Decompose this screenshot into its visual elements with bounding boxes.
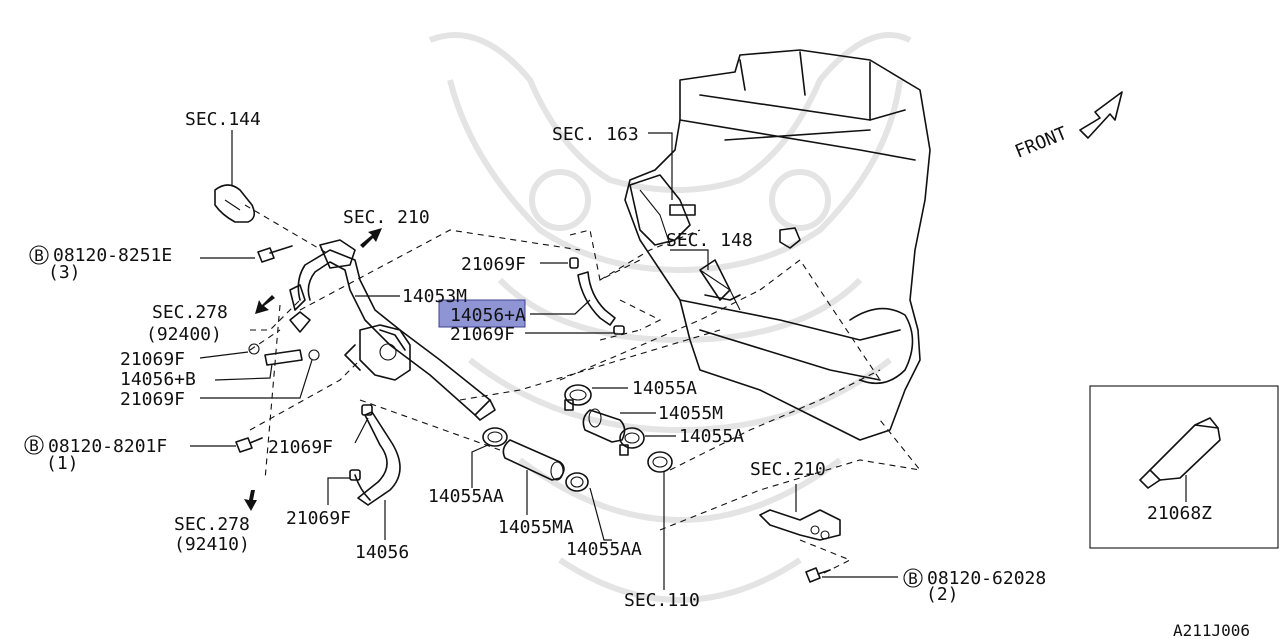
engine-block-outline xyxy=(624,49,931,441)
fitting-sec110 xyxy=(647,451,673,473)
label-14055A-upper[interactable]: 14055A xyxy=(632,378,697,399)
bolt-badge-1: B xyxy=(29,245,49,265)
clamp-14055A-lower xyxy=(619,427,645,456)
watermark-emblem xyxy=(428,32,912,604)
dashed-routing-lines xyxy=(244,204,922,576)
hose-14055M xyxy=(582,408,626,443)
label-front: FRONT xyxy=(1012,123,1070,163)
label-bolt-08120-8251E[interactable]: 08120-8251E xyxy=(53,245,172,266)
label-bolt-08120-62028[interactable]: 08120-62028 xyxy=(927,568,1046,589)
sec144-bracket-part xyxy=(214,184,256,223)
label-sec278-top-sub: (92400) xyxy=(146,324,222,345)
bolt-08120-8251E-icon xyxy=(257,245,293,263)
label-14055MA[interactable]: 14055MA xyxy=(498,517,574,538)
label-14056A[interactable]: 14056+A xyxy=(450,305,526,326)
bolt-badge-3: B xyxy=(903,568,923,588)
leader-lines xyxy=(190,130,1187,590)
hose-14056 xyxy=(349,404,401,506)
label-21068Z[interactable]: 21068Z xyxy=(1147,503,1212,524)
label-sec210-top[interactable]: SEC. 210 xyxy=(343,207,430,228)
arrow-sec278-top-icon xyxy=(255,295,275,314)
label-14056B[interactable]: 14056+B xyxy=(120,369,196,390)
label-14056[interactable]: 14056 xyxy=(355,542,409,563)
label-21069F-c[interactable]: 21069F xyxy=(120,349,185,370)
hose-14055MA xyxy=(502,439,565,481)
label-sec278-top[interactable]: SEC.278 xyxy=(152,302,228,323)
label-bolt-08120-62028-qty: (2) xyxy=(926,584,959,605)
inset-box-21068Z xyxy=(1089,385,1279,549)
label-sec278-bottom[interactable]: SEC.278 xyxy=(174,514,250,535)
svg-text:B: B xyxy=(29,436,39,455)
label-14053M[interactable]: 14053M xyxy=(402,286,467,307)
label-sec148[interactable]: SEC. 148 xyxy=(666,230,753,251)
arrow-sec278-bottom-icon xyxy=(244,490,257,511)
bolt-08120-62028-icon xyxy=(805,567,831,583)
label-14055M[interactable]: 14055M xyxy=(658,403,723,424)
highlight-box-14056A xyxy=(438,299,526,328)
svg-text:B: B xyxy=(34,246,44,265)
label-bolt-08120-8201F[interactable]: 08120-8201F xyxy=(48,436,167,457)
label-21069F-b[interactable]: 21069F xyxy=(450,324,515,345)
label-bolt-08120-8201F-qty: (1) xyxy=(46,453,79,474)
sec163-part xyxy=(629,174,696,246)
hose-14056B xyxy=(248,343,320,366)
water-pipe-14053M xyxy=(289,239,496,421)
clamp-14055AA-upper xyxy=(482,427,508,447)
label-14055AA-upper[interactable]: 14055AA xyxy=(428,486,504,507)
svg-text:B: B xyxy=(908,569,918,588)
label-21069F-e[interactable]: 21069F xyxy=(268,437,333,458)
label-sec110[interactable]: SEC.110 xyxy=(624,590,700,611)
label-sec163[interactable]: SEC. 163 xyxy=(552,124,639,145)
label-14055AA-lower[interactable]: 14055AA xyxy=(566,539,642,560)
sec210-right-fitting xyxy=(759,509,841,541)
bolt-badge-2: B xyxy=(24,435,44,455)
bolt-08120-8201F-icon xyxy=(235,437,263,453)
diagram-code: A211J006 xyxy=(1173,621,1250,639)
label-21069F-f[interactable]: 21069F xyxy=(286,508,351,529)
label-21069F-a[interactable]: 21069F xyxy=(461,254,526,275)
clamp-14055A-upper xyxy=(564,384,592,411)
arrow-front-icon xyxy=(1079,91,1123,139)
label-sec144[interactable]: SEC.144 xyxy=(185,109,261,130)
label-14055A-lower[interactable]: 14055A xyxy=(679,426,744,447)
label-bolt-08120-8251E-qty: (3) xyxy=(48,262,81,283)
hose-14056A xyxy=(569,257,625,335)
label-sec278-bottom-sub: (92410) xyxy=(174,534,250,555)
label-21069F-d[interactable]: 21069F xyxy=(120,389,185,410)
sec148-part xyxy=(699,227,801,301)
arrow-sec210-icon xyxy=(360,228,382,248)
label-sec210-right[interactable]: SEC.210 xyxy=(750,459,826,480)
clamp-14055AA-lower xyxy=(565,472,589,492)
